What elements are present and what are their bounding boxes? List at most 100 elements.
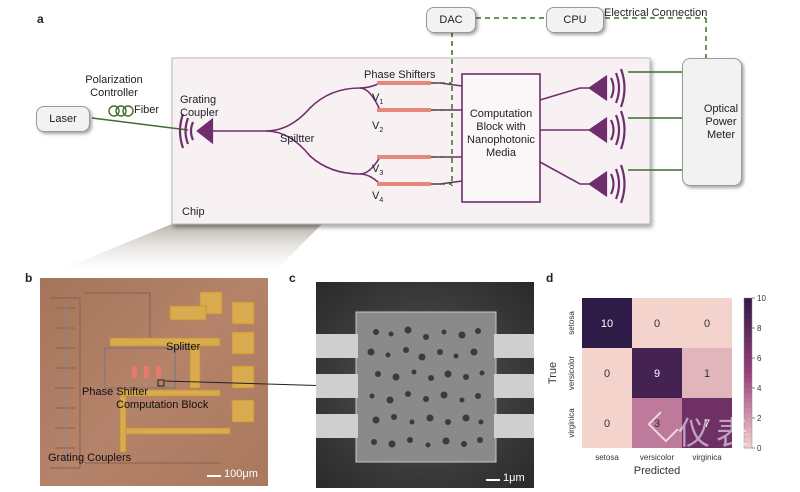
y-axis-label: True (547, 362, 559, 384)
heatmap-cell-value: 0 (604, 368, 610, 380)
electrical-connection-label: Electrical Connection (604, 7, 708, 19)
heatmap-cell (632, 298, 682, 348)
phase-shifters-label: Phase Shifters (364, 69, 436, 81)
colorbar-segment (744, 328, 752, 334)
panel-a-letter: a (37, 12, 44, 26)
computation-block-line4: Media (486, 147, 516, 159)
micrograph-scale-bar (207, 475, 221, 477)
colorbar-segment (744, 398, 752, 404)
colorbar-frame (743, 297, 753, 449)
heatmap-cell (632, 348, 682, 398)
power-meter-line2: Power (705, 115, 737, 128)
colorbar-segment (744, 338, 752, 344)
watermark-text: 仪表 (678, 414, 755, 452)
computation-block-line3: Nanophotonic (467, 134, 535, 146)
heatmap-cell (682, 398, 732, 448)
colorbar-segment (744, 348, 752, 354)
heatmap-cell (582, 348, 632, 398)
colorbar-segment (744, 443, 752, 449)
grating-coupler-label: Grating Coupler (180, 94, 219, 120)
colorbar-segment (744, 438, 752, 444)
colorbar-segment (744, 303, 752, 309)
x-axis-label: Predicted (634, 465, 680, 477)
v3-sub: 3 (379, 170, 384, 178)
colorbar-segment (744, 368, 752, 374)
heatmap-cell-value: 10 (601, 318, 613, 330)
colorbar-segment (744, 323, 752, 329)
colorbar-segment (744, 393, 752, 399)
micrograph-features (50, 291, 255, 469)
polarization-controller-loops (108, 105, 134, 117)
v1-text: V (372, 92, 380, 104)
output-grating-couplers (588, 68, 626, 204)
optical-micrograph (40, 278, 268, 486)
splitter-label: Spiltter (280, 133, 315, 145)
colorbar-segment (744, 418, 752, 424)
x-tick-label: setosa (595, 453, 619, 462)
grating-coupler-line2: Coupler (180, 107, 219, 119)
colorbar-segment (744, 363, 752, 369)
panel-c-letter: c (289, 271, 296, 285)
polarization-controller-line2: Controller (90, 87, 138, 99)
colorbar-segment (744, 353, 752, 359)
v2-text: V (372, 120, 380, 132)
y-tick-label: virginica (567, 408, 576, 438)
colorbar-segment (744, 433, 752, 439)
fiber-line (91, 117, 189, 131)
colorbar-segment (744, 298, 752, 304)
micrograph-computation-block-label: Computation Block (116, 399, 209, 411)
zoom-funnel (64, 224, 322, 268)
heatmap-cell-value: 0 (704, 318, 710, 330)
chip-body (171, 57, 651, 225)
computation-block-label: Computation Block with Nanophotonic Medi… (462, 108, 540, 160)
v4-label: V4 (372, 190, 383, 204)
colorbar-segment (744, 318, 752, 324)
colorbar-tick-label: 0 (757, 444, 762, 453)
heatmap-cell (582, 298, 632, 348)
v2-sub: 2 (379, 127, 384, 135)
power-meter-line1: Optical (703, 102, 739, 115)
polarization-controller-line1: Polarization (85, 74, 143, 86)
computation-block-line1: Computation (469, 108, 533, 120)
optical-power-meter-box: Optical Power Meter (682, 58, 742, 186)
v3-label: V3 (372, 163, 383, 177)
heatmap-cell (682, 348, 732, 398)
heatmap-cell (682, 298, 732, 348)
electrical-connections (431, 17, 707, 186)
panel-b-letter: b (25, 271, 33, 285)
colorbar-segment (744, 308, 752, 314)
micrograph-grating-couplers-label: Grating Couplers (48, 452, 132, 464)
sem-scale-label: 1μm (503, 472, 525, 484)
schematic-a (64, 17, 707, 268)
heatmap-cell-value: 9 (654, 368, 660, 380)
colorbar-segment (744, 428, 752, 434)
heatmap-cell-value: 7 (704, 418, 710, 430)
colorbar-tick-label: 10 (757, 294, 766, 303)
grating-coupler-line1: Grating (180, 94, 217, 106)
v3-text: V (372, 163, 380, 175)
sem-image (316, 282, 534, 488)
micrograph-splitter-label: Splitter (166, 341, 201, 353)
heatmap-cell (582, 398, 632, 448)
colorbar-segment (744, 403, 752, 409)
sem-holes (367, 326, 485, 448)
heatmap-cell (632, 398, 682, 448)
panel-d-letter: d (546, 271, 554, 285)
colorbar-segment (744, 343, 752, 349)
sem-scale-bar (486, 479, 500, 481)
colorbar-segment (744, 388, 752, 394)
cpu-box: CPU (546, 7, 604, 33)
y-tick-label: setosa (567, 311, 576, 335)
colorbar-segment (744, 413, 752, 419)
heatmap-cell-value: 0 (604, 418, 610, 430)
heatmap-cell-value: 1 (704, 368, 710, 380)
power-meter-line3: Meter (706, 128, 736, 141)
laser-box: Laser (36, 106, 90, 132)
colorbar-segment (744, 383, 752, 389)
micrograph-scale-label: 100μm (224, 468, 258, 480)
x-tick-label: versicolor (640, 453, 675, 462)
colorbar-tick-label: 2 (757, 414, 762, 423)
colorbar-segment (744, 408, 752, 414)
colorbar-segment (744, 358, 752, 364)
